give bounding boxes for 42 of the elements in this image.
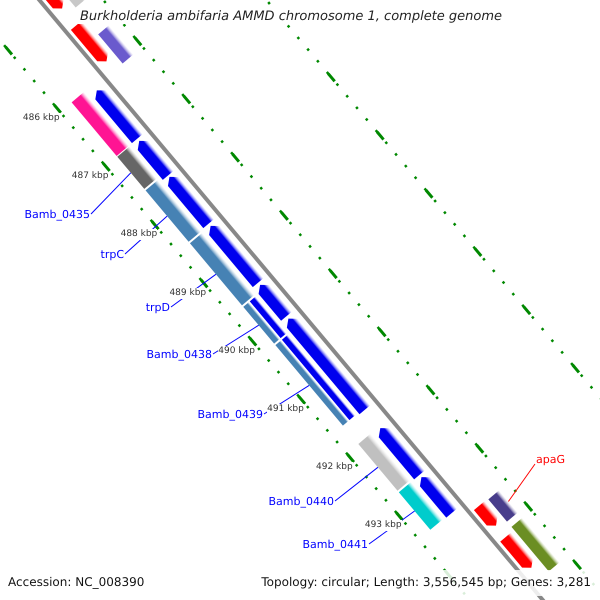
gene-feature — [286, 318, 370, 414]
gene-feature — [98, 25, 134, 64]
gene-feature — [488, 490, 518, 522]
leader-line — [334, 466, 378, 502]
scale-label: 487 kbp — [72, 171, 108, 182]
scale-label: 492 kbp — [316, 462, 353, 474]
gene-feature — [190, 232, 254, 306]
gene-feature — [358, 434, 410, 491]
gene-label: Bamb_0440 — [268, 495, 334, 508]
gene-label: Bamb_0439 — [198, 408, 263, 421]
gene-label: Bamb_0438 — [146, 348, 212, 361]
gene-feature — [168, 176, 214, 228]
gene-feature — [282, 334, 356, 420]
title: Burkholderia ambifaria AMMD chromosome 1, complete genome — [78, 9, 504, 24]
gene-feature — [72, 92, 129, 156]
gene-feature — [138, 140, 174, 180]
gene-feature — [378, 428, 425, 480]
footer-text: Accession: NC_008390 — [8, 574, 144, 590]
scale-label: 486 kbp — [22, 112, 60, 124]
gene-label: Bamb_0441 — [302, 538, 368, 551]
gene-label: trpD — [146, 301, 170, 314]
scale-label: 493 kbp — [364, 520, 402, 532]
leader-line — [508, 464, 536, 502]
gene-feature — [243, 302, 280, 344]
gene-label: apaG — [536, 453, 565, 466]
leader-line — [212, 324, 260, 354]
gene-feature — [258, 284, 292, 321]
gene-label: trpC — [100, 248, 124, 261]
scale-label: 489 kbp — [169, 288, 206, 299]
footer-text: Topology: circular; Length: 3,556,545 bp; Genes: 3,281 — [261, 574, 591, 590]
scale-label: 488 kbp — [120, 229, 158, 240]
gene-label: Bamb_0435 — [24, 208, 90, 221]
gene-feature — [117, 146, 157, 189]
gene-feature — [209, 226, 264, 288]
scale-label: 490 kbp — [218, 346, 255, 357]
scale-label: 491 kbp — [267, 404, 304, 415]
leader-line — [90, 172, 132, 214]
gene-feature — [474, 501, 498, 526]
gene-feature — [420, 477, 457, 518]
gene-feature — [500, 532, 533, 568]
gene-feature — [95, 90, 143, 144]
gene-feature — [250, 296, 286, 338]
